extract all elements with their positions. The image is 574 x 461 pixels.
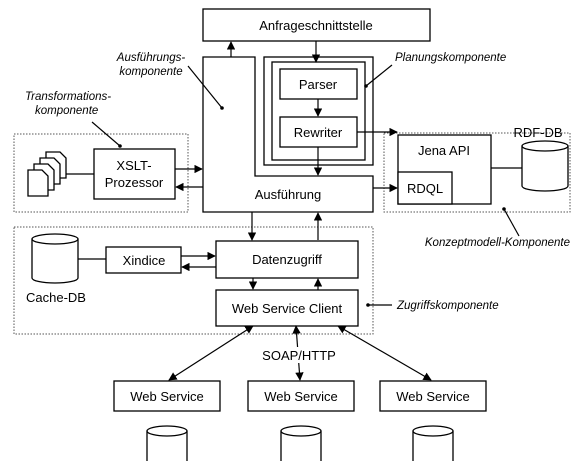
xindice-box [105,246,182,274]
callout-dot-zugriff [366,303,370,307]
soap-label-bg [262,347,336,363]
transformation-comp-label-1: Transformations- [25,91,111,103]
ws-db-cylinder-3 [412,425,454,461]
jena-label: Jena API [418,143,470,158]
konzeptmodell-region [383,132,571,213]
transformation-comp-label-2: komponente [35,105,98,117]
xslt-label-2: Prozessor [105,175,164,190]
web-service-box-1 [113,380,221,412]
web-service-box-3 [379,380,487,412]
ws-client-box [215,289,359,327]
arrow-client-ws1 [168,325,254,381]
parser-label: Parser [299,77,338,92]
web-service-label-2: Web Service [264,389,337,404]
documents-icon [27,151,67,197]
rdql-label: RDQL [407,181,443,196]
web-service-label-3: Web Service [396,389,469,404]
rdql-box [397,171,453,205]
rewriter-label: Rewriter [294,125,343,140]
ausfuehrung-label: Ausführung [255,187,322,202]
zugriff-comp-label: Zugriffskomponente [396,300,499,312]
ausfuehrung-comp-label-2: komponente [119,66,182,78]
callout-dot-ausfuehrung [220,106,224,110]
callout-transformation [91,121,121,147]
cache-db-cylinder [31,233,79,284]
datenzugriff-box [215,240,359,279]
datenzugriff-label: Datenzugriff [252,252,322,267]
arrow-client-ws3 [337,325,432,381]
anfrageschnittstelle-box [202,8,431,42]
soap-label: SOAP/HTTP [262,348,336,363]
xslt-box [93,148,176,200]
parser-box [279,68,358,100]
anfrageschnittstelle-label: Anfrageschnittstelle [259,18,372,33]
xslt-label-1: XSLT- [116,158,151,173]
ausfuehrung-block [202,56,374,213]
callout-planung [365,64,393,87]
cache-db-label: Cache-DB [26,290,86,305]
callout-dot-konzept [502,207,506,211]
rdf-db-cylinder [521,140,569,192]
ws-client-label: Web Service Client [232,301,343,316]
callout-ausfuehrung [187,65,223,109]
callout-dot-transformation [118,144,122,148]
planung-comp-label: Planungskomponente [395,52,506,64]
ws-db-cylinder-2 [280,425,322,461]
ausfuehrung-comp-label-1: Ausführungs- [116,52,186,64]
rewriter-box [279,116,358,148]
konzept-comp-label: Konzeptmodell-Komponente [425,237,570,249]
web-service-box-2 [247,380,355,412]
callout-konzept [503,208,520,237]
rdf-db-label: RDF-DB [513,125,562,140]
web-service-label-1: Web Service [130,389,203,404]
ws-db-cylinder-1 [146,425,188,461]
callout-dot-planung [364,84,368,88]
transformation-region [13,133,189,213]
xindice-label: Xindice [123,253,166,268]
